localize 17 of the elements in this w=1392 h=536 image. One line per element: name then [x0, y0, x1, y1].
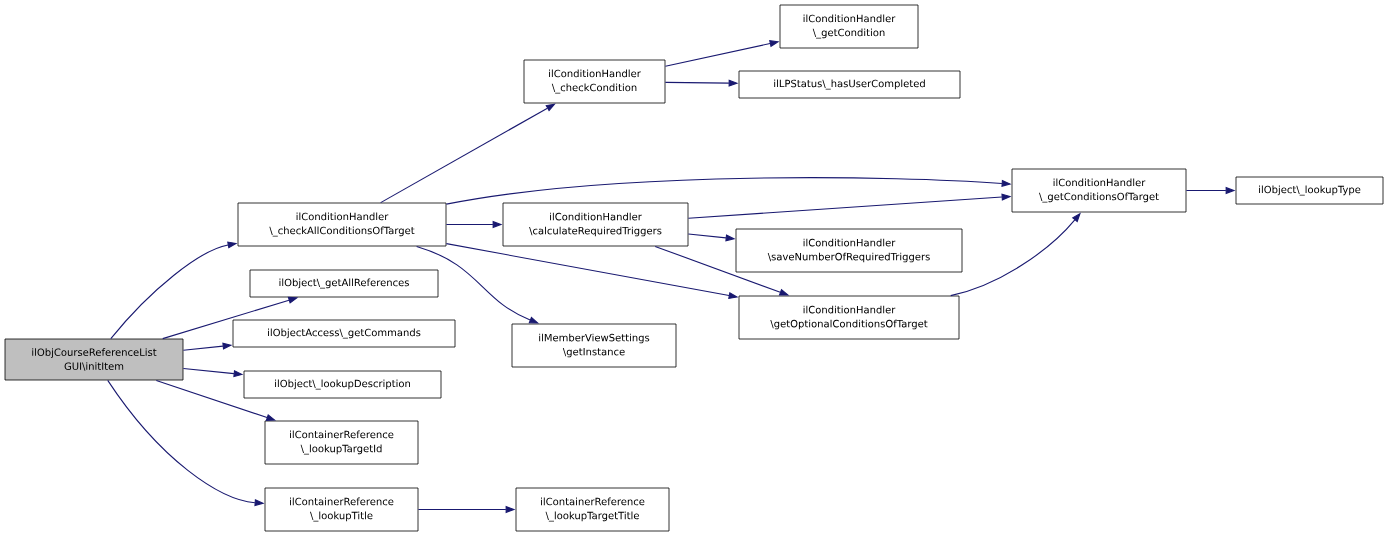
function-box: ilContainerReference \_lookupTargetTitle: [515, 487, 670, 532]
function-box: ilConditionHandler \_getCondition: [779, 4, 919, 49]
function-box: ilObjectAccess\_getCommands: [232, 319, 456, 348]
function-box: ilObjCourseReferenceList GUI\initItem: [4, 338, 184, 381]
function-box: ilConditionHandler \_getConditionsOfTarget: [1011, 168, 1187, 213]
function-box: ilConditionHandler \calculateRequiredTriggers: [502, 202, 689, 247]
function-box: ilObject\_lookupDescription: [243, 370, 442, 399]
function-box: ilConditionHandler \getOptionalConditionsOfTarget: [738, 295, 960, 340]
function-box: ilContainerReference \_lookupTitle: [264, 487, 419, 532]
function-box: ilObject\_lookupType: [1235, 176, 1384, 205]
function-box: ilConditionHandler \_checkAllConditionsOfTarget: [237, 202, 447, 247]
function-box: ilConditionHandler \saveNumberOfRequiredTriggers: [735, 228, 963, 273]
function-box: ilConditionHandler \_checkCondition: [523, 59, 666, 104]
function-box: ilLPStatus\_hasUserCompleted: [738, 70, 961, 99]
function-box: ilContainerReference \_lookupTargetId: [264, 420, 419, 465]
function-box: ilMemberViewSettings \getInstance: [511, 323, 677, 368]
function-box: ilObject\_getAllReferences: [249, 269, 439, 298]
